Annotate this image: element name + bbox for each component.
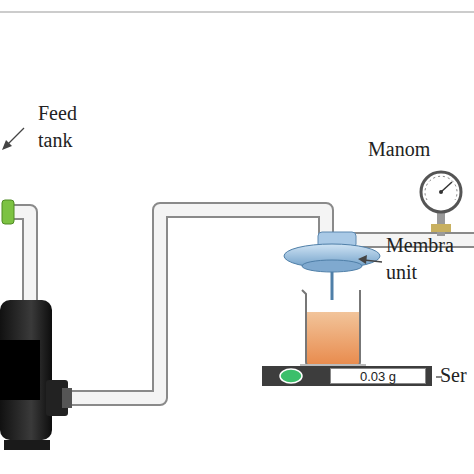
frame-line bbox=[0, 11, 474, 13]
feed-tank-arrow bbox=[2, 128, 24, 150]
pipes bbox=[4, 210, 474, 398]
display-box: 0.03 g bbox=[330, 368, 426, 384]
tank-fitting bbox=[2, 200, 14, 224]
membrane-unit bbox=[284, 232, 380, 300]
component-label: Membra unit bbox=[386, 232, 462, 286]
component-label: Manom bbox=[368, 136, 438, 163]
balance bbox=[262, 364, 432, 386]
beaker bbox=[302, 290, 360, 366]
weight-reading: 0.03 g bbox=[360, 369, 396, 384]
pump bbox=[0, 300, 72, 450]
component-label: Ser bbox=[440, 362, 472, 389]
manometer bbox=[421, 172, 461, 236]
component-label: Feed tank bbox=[38, 100, 98, 154]
membrane-arrow bbox=[358, 255, 382, 264]
